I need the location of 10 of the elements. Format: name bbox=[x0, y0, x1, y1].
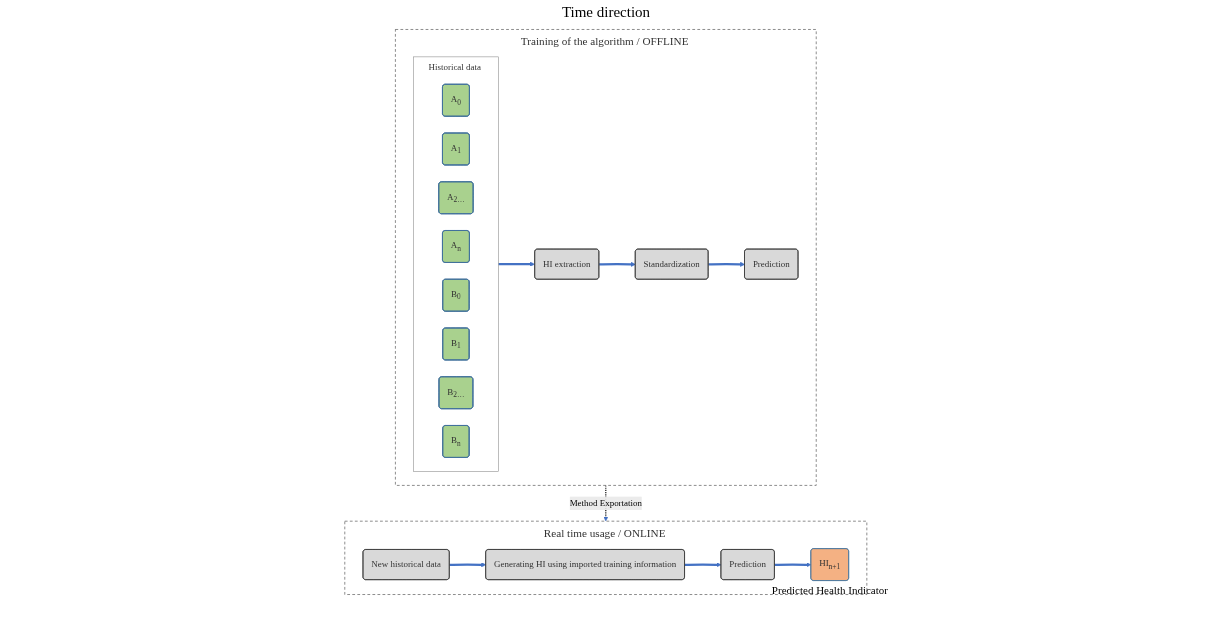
edge-label: Method Exportation bbox=[569, 498, 643, 508]
arrow bbox=[498, 261, 536, 267]
axis-label: Time direction bbox=[561, 4, 651, 20]
arrow bbox=[685, 562, 722, 568]
arrow bbox=[603, 484, 609, 522]
arrow bbox=[708, 261, 746, 267]
node-caption: Predicted Health Indicator bbox=[771, 583, 888, 596]
arrow bbox=[774, 562, 812, 568]
arrow bbox=[449, 562, 487, 568]
arrow bbox=[599, 261, 636, 267]
